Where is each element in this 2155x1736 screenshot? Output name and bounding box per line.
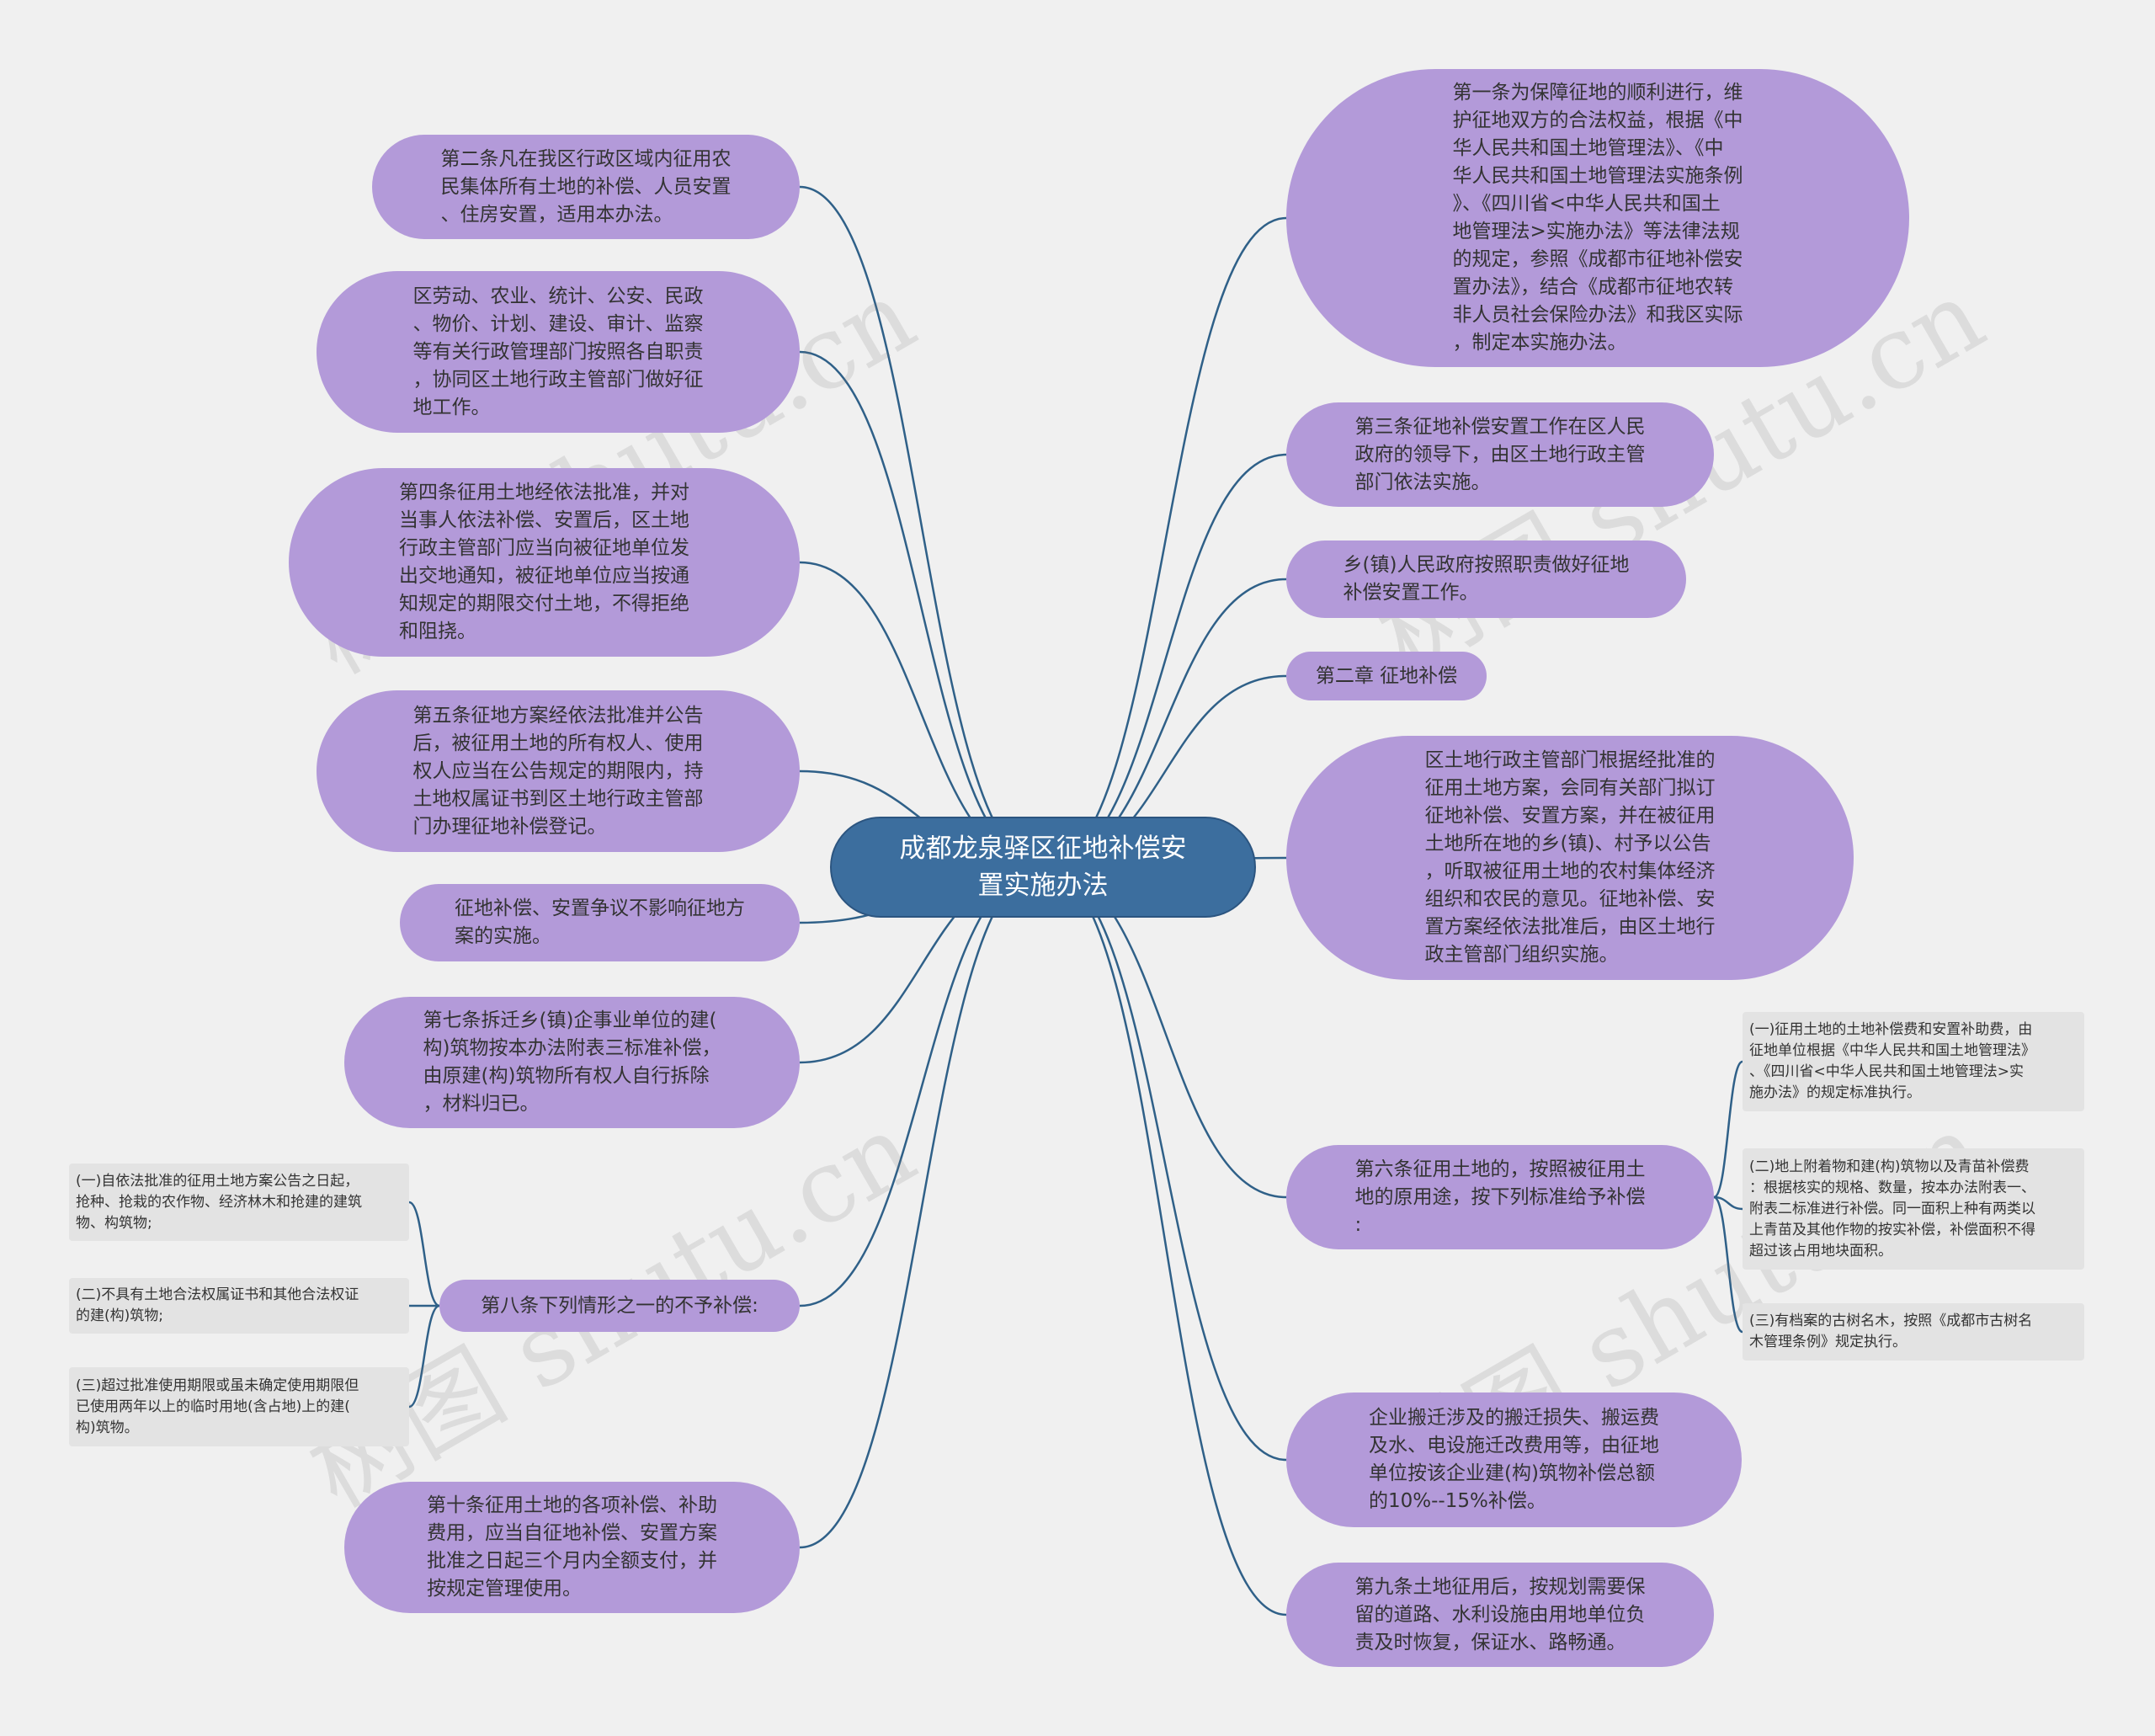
subtopic-label: (三)有档案的古树名木，按照《成都市古树名 木管理条例》规定执行。 xyxy=(1749,1313,2033,1350)
topic-article-1[interactable]: 第一条为保障征地的顺利进行，维 护征地双方的合法权益，根据《中 华人民共和国土地… xyxy=(1286,69,1909,367)
subtopic-label: (二)不具有土地合法权属证书和其他合法权证 的建(构)筑物; xyxy=(76,1286,359,1324)
subtopic-article-8-item-2[interactable]: (二)不具有土地合法权属证书和其他合法权证 的建(构)筑物; xyxy=(69,1278,409,1334)
topic-label: 第十条征用土地的各项补偿、补助 费用，应当自征地补偿、安置方案 批准之日起三个月… xyxy=(427,1494,717,1600)
topic-article-4[interactable]: 第四条征用土地经依法批准，并对 当事人依法补偿、安置后，区土地 行政主管部门应当… xyxy=(289,468,800,657)
topic-label: 第二条凡在我区行政区域内征用农 民集体所有土地的补偿、人员安置 、住房安置，适用… xyxy=(440,147,732,226)
connector-right-2 xyxy=(1043,453,1287,869)
subtopic-label: (一)自依法批准的征用土地方案公告之日起， 抢种、抢栽的农作物、经济林木和抢建的… xyxy=(76,1172,362,1232)
topic-label: 区劳动、农业、统计、公安、民政 、物价、计划、建设、审计、监察 等有关行政管理部… xyxy=(412,285,704,418)
subtopic-label: (二)地上附着物和建(构)筑物以及青苗补偿费 ：根据核实的规格、数量，按本办法附… xyxy=(1749,1158,2035,1259)
topic-label: 第一条为保障征地的顺利进行，维 护征地双方的合法权益，根据《中 华人民共和国土地… xyxy=(1452,82,1743,354)
subtopic-article-6-item-3[interactable]: (三)有档案的古树名木，按照《成都市古树名 木管理条例》规定执行。 xyxy=(1743,1303,2084,1361)
topic-label: 第五条征地方案经依法批准并公告 后，被征用土地的所有权人、使用 权人应当在公告规… xyxy=(412,704,704,838)
connector-left-2 xyxy=(799,350,1045,869)
topic-label: 区土地行政主管部门根据经批准的 征用土地方案，会同有关部门拟订 征地补偿、安置方… xyxy=(1424,749,1716,966)
topic-dispute[interactable]: 征地补偿、安置争议不影响征地方 案的实施。 xyxy=(400,884,800,961)
topic-label: 第七条拆迁乡(镇)企事业单位的建( 构)筑物按本办法附表三标准补偿， 由原建(构… xyxy=(423,1009,721,1115)
subtopic-label: (三)超过批准使用期限或虽未确定使用期限但 已使用两年以上的临时用地(含占地)上… xyxy=(76,1377,359,1436)
topic-label: 第九条土地征用后，按规划需要保 留的道路、水利设施由用地单位负 责及时恢复，保证… xyxy=(1354,1575,1646,1653)
topic-article-7[interactable]: 第七条拆迁乡(镇)企事业单位的建( 构)筑物按本办法附表三标准补偿， 由原建(构… xyxy=(344,997,800,1128)
topic-departments[interactable]: 区劳动、农业、统计、公安、民政 、物价、计划、建设、审计、监察 等有关行政管理部… xyxy=(317,271,800,433)
connector-article-8-leaf-1 xyxy=(408,1201,440,1307)
connector-left-7 xyxy=(799,865,1045,1307)
connector-left-1 xyxy=(799,185,1045,869)
connector-right-8 xyxy=(1043,865,1287,1616)
topic-article-9[interactable]: 第九条土地征用后，按规划需要保 留的道路、水利设施由用地单位负 责及时恢复，保证… xyxy=(1286,1563,1714,1667)
topic-article-6[interactable]: 第六条征用土地的，按照被征用土 地的原用途，按下列标准给予补偿 : xyxy=(1286,1145,1714,1249)
topic-article-2[interactable]: 第二条凡在我区行政区域内征用农 民集体所有土地的补偿、人员安置 、住房安置，适用… xyxy=(372,135,800,239)
subtopic-article-8-item-3[interactable]: (三)超过批准使用期限或虽未确定使用期限但 已使用两年以上的临时用地(含占地)上… xyxy=(69,1367,409,1446)
topic-label: 征地补偿、安置争议不影响征地方 案的实施。 xyxy=(455,897,745,947)
connector-right-7 xyxy=(1043,865,1287,1462)
topic-label: 第四条征用土地经依法批准，并对 当事人依法补偿、安置后，区土地 行政主管部门应当… xyxy=(399,482,689,642)
connector-article-6-leaf-3 xyxy=(1713,1195,1743,1334)
connector-article-8-leaf-3 xyxy=(408,1304,440,1409)
connector-left-8 xyxy=(799,865,1045,1549)
connector-article-6-leaf-1 xyxy=(1713,1060,1743,1199)
topic-article-8[interactable]: 第八条下列情形之一的不予补偿: xyxy=(439,1280,800,1332)
topic-article-10[interactable]: 第十条征用土地的各项补偿、补助 费用，应当自征地补偿、安置方案 批准之日起三个月… xyxy=(344,1482,800,1613)
topic-label: 乡(镇)人民政府按照职责做好征地 补偿安置工作。 xyxy=(1343,554,1630,604)
topic-label: 第二章 征地补偿 xyxy=(1315,664,1458,687)
root-topic[interactable]: 成都龙泉驿区征地补偿安 置实施办法 xyxy=(830,817,1256,918)
root-topic-label: 成都龙泉驿区征地补偿安 置实施办法 xyxy=(899,833,1187,901)
topic-label: 第三条征地补偿安置工作在区人民 政府的领导下，由区土地行政主管 部门依法实施。 xyxy=(1354,415,1646,493)
topic-article-3[interactable]: 第三条征地补偿安置工作在区人民 政府的领导下，由区土地行政主管 部门依法实施。 xyxy=(1286,402,1714,507)
subtopic-label: (一)征用土地的土地补偿费和安置补助费，由 征地单位根据《中华人民共和国土地管理… xyxy=(1749,1021,2035,1101)
topic-label: 第六条征用土地的，按照被征用土 地的原用途，按下列标准给予补偿 : xyxy=(1354,1158,1646,1236)
topic-township[interactable]: 乡(镇)人民政府按照职责做好征地 补偿安置工作。 xyxy=(1286,541,1686,618)
topic-chapter-2[interactable]: 第二章 征地补偿 xyxy=(1286,652,1487,700)
connector-article-6-leaf-2 xyxy=(1713,1195,1743,1211)
topic-label: 企业搬迁涉及的搬迁损失、搬运费 及水、电设施迁改费用等，由征地 单位按该企业建(… xyxy=(1369,1407,1659,1512)
topic-enterprise-relocation[interactable]: 企业搬迁涉及的搬迁损失、搬运费 及水、电设施迁改费用等，由征地 单位按该企业建(… xyxy=(1286,1393,1742,1527)
topic-compensation-plan[interactable]: 区土地行政主管部门根据经批准的 征用土地方案，会同有关部门拟订 征地补偿、安置方… xyxy=(1286,736,1854,980)
topic-label: 第八条下列情形之一的不予补偿: xyxy=(481,1294,758,1317)
subtopic-article-8-item-1[interactable]: (一)自依法批准的征用土地方案公告之日起， 抢种、抢栽的农作物、经济林木和抢建的… xyxy=(69,1164,409,1241)
subtopic-article-6-item-1[interactable]: (一)征用土地的土地补偿费和安置补助费，由 征地单位根据《中华人民共和国土地管理… xyxy=(1743,1012,2084,1111)
topic-article-5[interactable]: 第五条征地方案经依法批准并公告 后，被征用土地的所有权人、使用 权人应当在公告规… xyxy=(317,690,800,852)
subtopic-article-6-item-2[interactable]: (二)地上附着物和建(构)筑物以及青苗补偿费 ：根据核实的规格、数量，按本办法附… xyxy=(1743,1148,2084,1270)
